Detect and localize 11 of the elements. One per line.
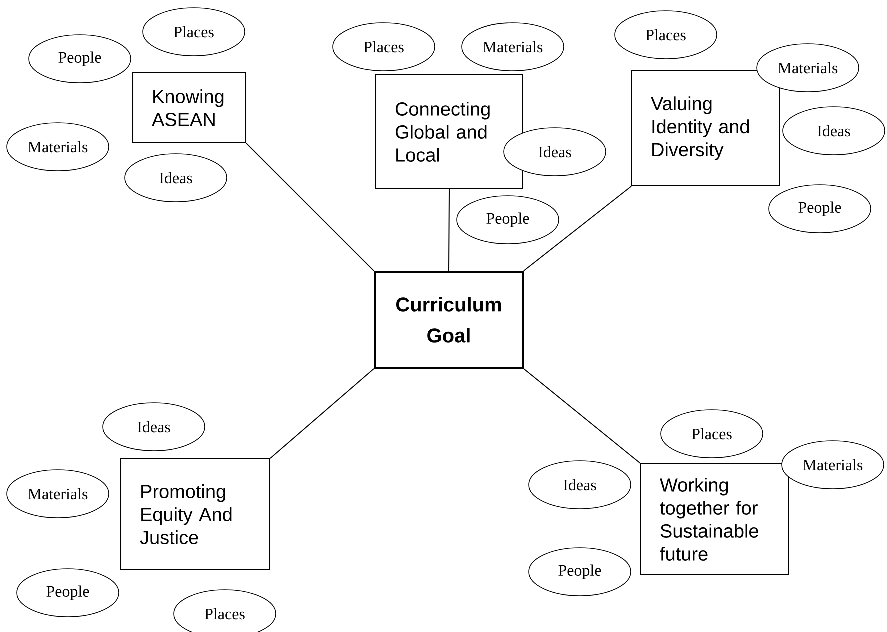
topic-box: Working together for Sustainable future	[640, 464, 790, 576]
connector-line	[524, 368, 641, 464]
goal-box: Curriculum Goal	[374, 271, 524, 369]
topic-box: Promoting Equity And Justice	[120, 458, 270, 570]
connector-line	[448, 189, 450, 272]
node-label: Materials	[803, 459, 863, 471]
connector-line	[246, 143, 374, 272]
connector-line	[270, 368, 374, 459]
topic-box: Knowing ASEAN	[132, 72, 246, 144]
topic-box: Connecting Global and Local	[376, 74, 524, 190]
connector-line	[524, 186, 632, 272]
